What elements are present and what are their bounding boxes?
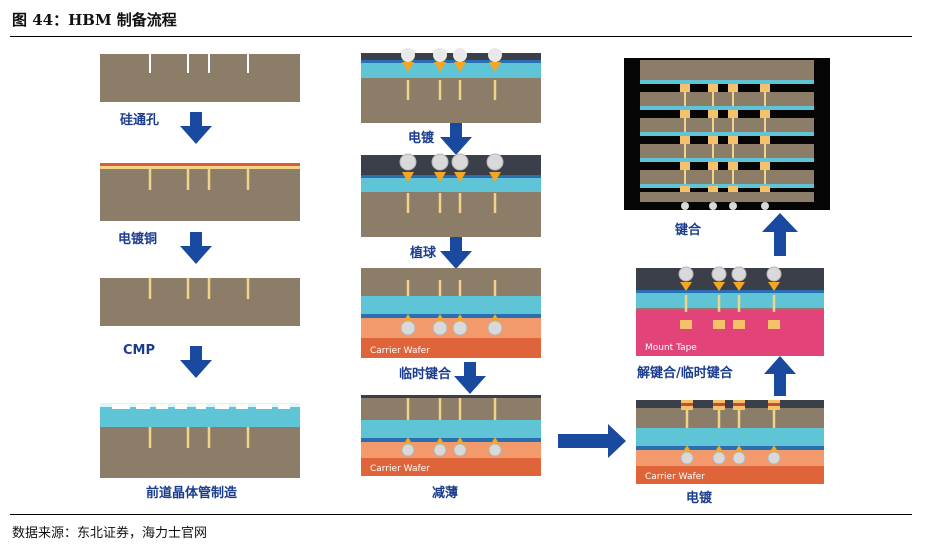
panel-cmp bbox=[100, 278, 300, 326]
arrow-down-icon bbox=[180, 232, 212, 264]
label-cu-plating: 电镀铜 bbox=[118, 231, 157, 247]
panel-cu-plating bbox=[100, 163, 300, 221]
figure-title: 图 44：HBM 制备流程 bbox=[12, 11, 177, 29]
top-rule bbox=[10, 36, 912, 37]
panel-plating-1 bbox=[361, 48, 541, 123]
label-tsv: 硅通孔 bbox=[120, 112, 159, 128]
arrow-right-icon bbox=[558, 424, 626, 458]
panel-feol bbox=[100, 403, 300, 478]
arrow-up-icon bbox=[764, 356, 796, 396]
arrow-down-icon bbox=[454, 362, 486, 394]
label-plating-1: 电镀 bbox=[408, 130, 435, 146]
label-thinning: 减薄 bbox=[432, 485, 458, 501]
arrow-down-icon bbox=[180, 346, 212, 378]
carrier-wafer-text: Carrier Wafer bbox=[645, 472, 705, 482]
label-bonding: 键合 bbox=[674, 222, 702, 238]
panel-temp-bond: Carrier Wafer bbox=[361, 268, 541, 358]
arrow-up-icon bbox=[762, 213, 798, 256]
panel-thinning: Carrier Wafer bbox=[361, 395, 541, 476]
panel-bonding bbox=[624, 58, 830, 210]
panel-tsv bbox=[100, 54, 300, 102]
arrow-down-icon bbox=[440, 123, 472, 155]
arrow-down-icon bbox=[440, 237, 472, 269]
label-cmp: CMP bbox=[123, 343, 155, 358]
label-bumping: 植球 bbox=[409, 245, 437, 261]
mount-tape-text: Mount Tape bbox=[645, 343, 697, 353]
die-stack bbox=[640, 60, 814, 202]
label-feol: 前道晶体管制造 bbox=[146, 485, 238, 501]
label-plating-2: 电镀 bbox=[686, 490, 713, 506]
bottom-rule bbox=[10, 514, 912, 515]
panel-plating-2: Carrier Wafer bbox=[636, 400, 824, 484]
label-temp-bond: 临时键合 bbox=[399, 366, 452, 382]
carrier-wafer-text: Carrier Wafer bbox=[370, 464, 430, 474]
source-note: 数据来源：东北证券，海力士官网 bbox=[12, 526, 208, 541]
panel-bumping bbox=[361, 153, 541, 237]
label-debond: 解键合/临时键合 bbox=[636, 365, 734, 381]
carrier-wafer-text: Carrier Wafer bbox=[370, 346, 430, 356]
panel-debond: Mount Tape bbox=[636, 266, 824, 356]
arrow-down-icon bbox=[180, 112, 212, 144]
